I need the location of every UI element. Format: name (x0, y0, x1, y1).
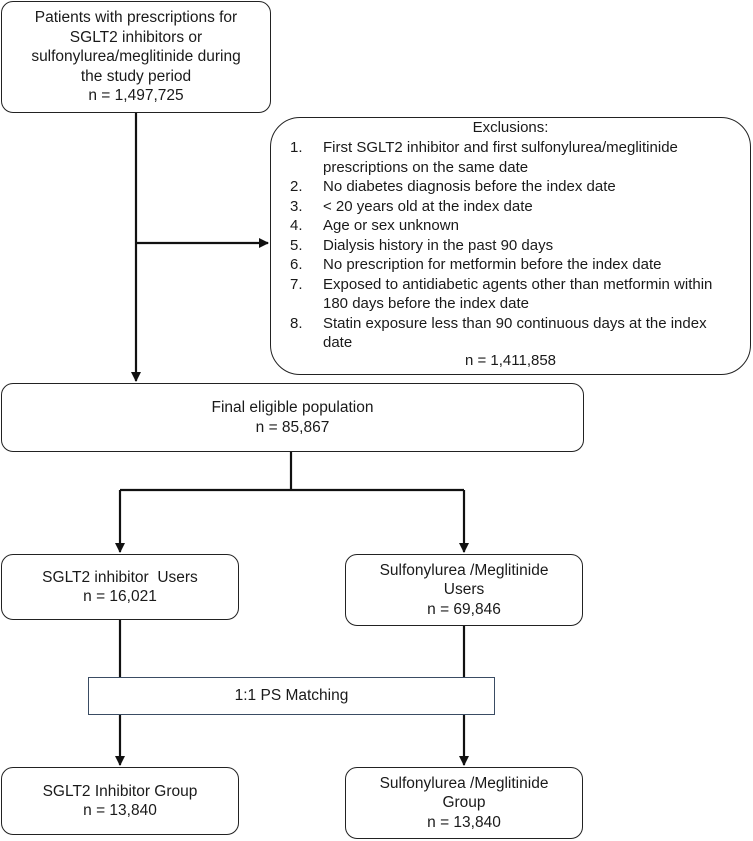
exclusion-item: 6. No prescription for metformin before … (290, 255, 730, 275)
exclusion-text: < 20 years old at the index date (323, 197, 533, 215)
patients-line: sulfonylurea/meglitinide during (31, 48, 241, 66)
exclusion-text: First SGLT2 inhibitor and first sulfonyl… (323, 139, 678, 176)
ps-matching-box: 1:1 PS Matching (88, 677, 495, 715)
sulfonylurea-users-count: n = 69,846 (427, 600, 501, 618)
exclusion-number: 2. (290, 178, 303, 195)
exclusion-number: 4. (290, 217, 303, 234)
sulfonylurea-users-box: Sulfonylurea /Meglitinide Users n = 69,8… (345, 554, 583, 626)
patients-line: SGLT2 inhibitors or (69, 28, 203, 46)
exclusion-number: 1. (290, 139, 303, 156)
sulfonylurea-users-line: Users (443, 581, 485, 599)
exclusion-item: 8. Statin exposure less than 90 continuo… (290, 314, 730, 353)
patients-line: Patients with prescriptions for (34, 9, 238, 27)
exclusions-box: Exclusions: 1. First SGLT2 inhibitor and… (270, 117, 751, 375)
final-population-box: Final eligible population n = 85,867 (1, 383, 584, 452)
exclusion-number: 7. (290, 275, 303, 293)
exclusions-list: 1. First SGLT2 inhibitor and first sulfo… (290, 138, 730, 353)
exclusion-item: 4. Age or sex unknown (290, 216, 730, 236)
patients-line: the study period (80, 67, 192, 85)
sulfonylurea-group-box: Sulfonylurea /Meglitinide Group n = 13,8… (345, 767, 583, 839)
final-population-count: n = 85,867 (255, 418, 330, 436)
sulfonylurea-users-line: Sulfonylurea /Meglitinide (379, 561, 549, 579)
final-population-label: Final eligible population (211, 399, 374, 416)
ps-matching-label: 1:1 PS Matching (234, 687, 349, 705)
exclusion-item: 1. First SGLT2 inhibitor and first sulfo… (290, 138, 730, 177)
exclusion-text: Age or sex unknown (323, 217, 459, 234)
exclusion-text: Statin exposure less than 90 continuous … (323, 314, 707, 352)
exclusions-count: n = 1,411,858 (464, 352, 557, 369)
exclusion-text: Exposed to antidiabetic agents other tha… (323, 275, 713, 313)
sglt2-users-count: n = 16,021 (83, 588, 157, 605)
sulfonylurea-group-count: n = 13,840 (427, 813, 501, 831)
exclusion-item: 7. Exposed to antidiabetic agents other … (290, 275, 730, 314)
exclusions-title: Exclusions: (472, 119, 549, 136)
exclusion-number: 3. (290, 197, 303, 215)
sulfonylurea-group-line: Group (442, 794, 486, 812)
exclusion-item: 5. Dialysis history in the past 90 days (290, 236, 730, 256)
exclusion-number: 8. (290, 314, 303, 332)
exclusion-number: 6. (290, 256, 303, 273)
sglt2-group-count: n = 13,840 (83, 802, 157, 819)
patients-count: n = 1,497,725 (88, 87, 184, 105)
patients-box: Patients with prescriptions for SGLT2 in… (1, 1, 271, 113)
sglt2-group-label: SGLT2 Inhibitor Group (42, 782, 198, 800)
sglt2-users-box: SGLT2 inhibitor Users n = 16,021 (1, 554, 239, 620)
exclusion-text: No diabetes diagnosis before the index d… (323, 178, 616, 195)
sglt2-group-box: SGLT2 Inhibitor Group n = 13,840 (1, 767, 239, 835)
sglt2-users-label: SGLT2 inhibitor Users (42, 568, 198, 586)
sulfonylurea-group-line: Sulfonylurea /Meglitinide (379, 774, 549, 792)
exclusion-item: 2. No diabetes diagnosis before the inde… (290, 177, 730, 197)
exclusion-text: Dialysis history in the past 90 days (323, 236, 554, 254)
exclusion-text: No prescription for metformin before the… (323, 256, 662, 273)
exclusion-item: 3. < 20 years old at the index date (290, 197, 730, 217)
exclusion-number: 5. (290, 236, 303, 254)
